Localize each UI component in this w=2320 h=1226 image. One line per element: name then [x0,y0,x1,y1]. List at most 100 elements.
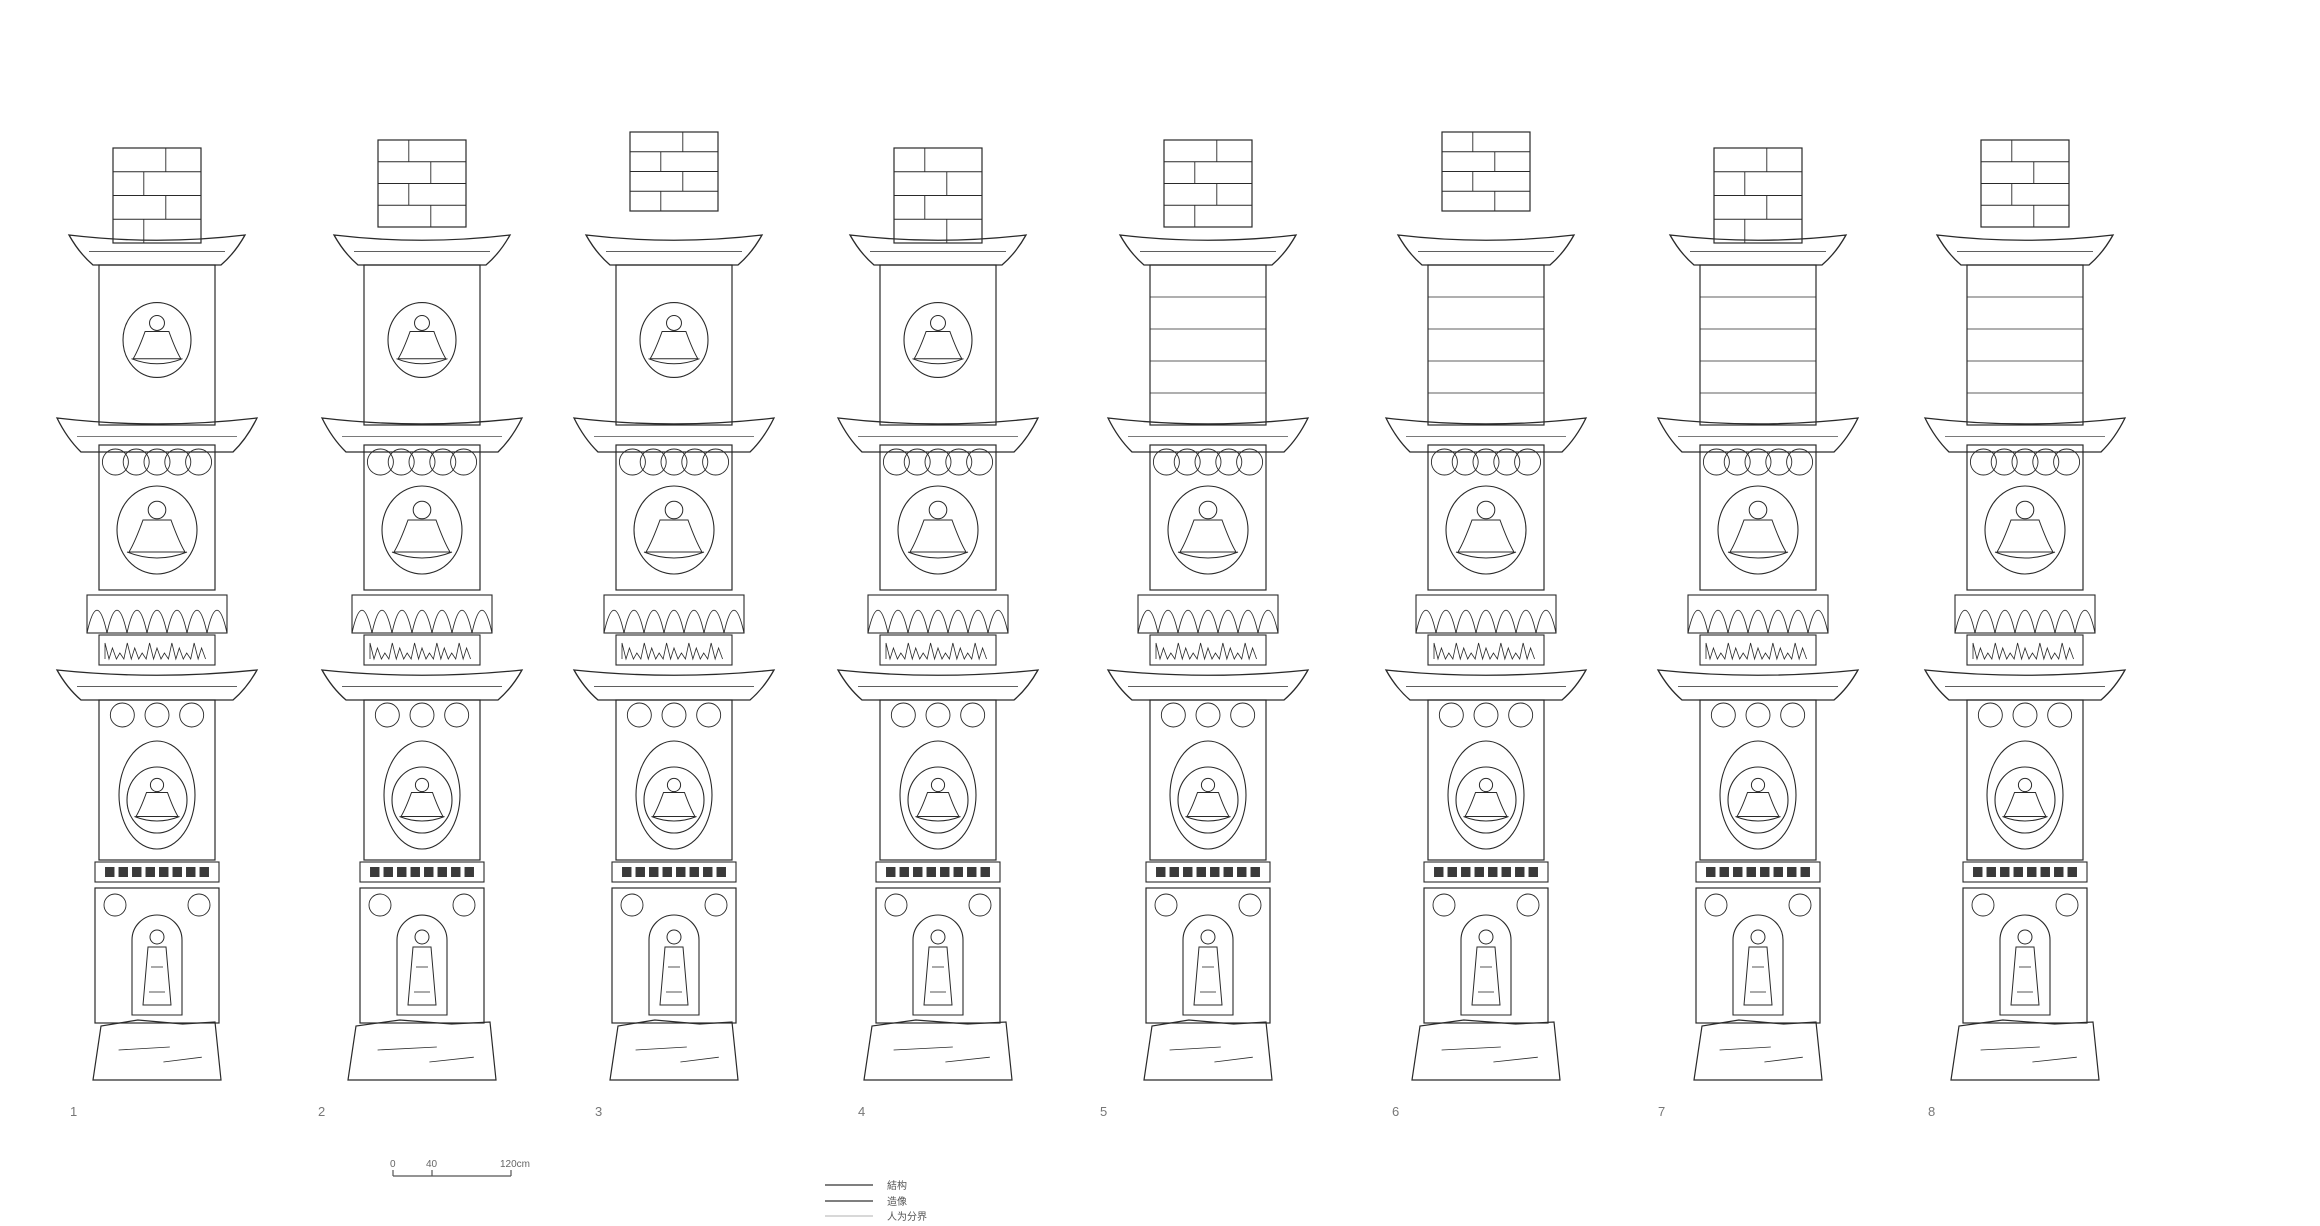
scale-tick-label: 120cm [500,1159,530,1170]
pillar-upper-figure-body [913,331,963,360]
pillar-middle-eave [572,417,776,453]
pillar-inscription-glyph [370,867,380,877]
pillar-lower-block [1149,699,1267,861]
pillar-number: 2 [318,1104,325,1119]
pillar-relief-band-figures [1705,642,1807,661]
pillar-upper-roundels-roundel [618,448,646,476]
pillar-base-crack [945,1056,990,1063]
pillar-standing-figure [396,914,448,1016]
pillar-upper-roundels-roundel [1969,448,1997,476]
pillar-4 [836,147,1040,1081]
pillar-middle-figure-body [1996,519,2054,553]
pillar-inscription-glyph [1156,867,1166,877]
pillar-inscription-glyph [2067,867,2077,877]
pillar-lower-figure-lap [915,816,961,822]
pillar-inscription-glyph [1706,867,1716,877]
pillar-7 [1656,147,1860,1081]
pillar-relief-band-frame [363,634,481,666]
pillar-inscription-glyph [926,867,936,877]
pillar-lower-figure-head [1750,777,1766,793]
pillar-inscription [875,861,1001,883]
pillar-base-crack [163,1056,202,1063]
pillar-base [92,1019,222,1081]
pillar-relief-band [1149,634,1267,666]
pillar-lower-mandorla [1169,740,1247,850]
pillar-upper-figure [903,302,973,378]
pillar-lower-mandorla [118,740,196,850]
pillar-base-outline [92,1019,222,1081]
pillar-inscription-frame [1962,861,2088,883]
pillar-inscription [359,861,485,883]
pillar-roundel-right [968,893,992,917]
pillar-middle-block [363,444,481,591]
pillar-lower-roundels-roundel [1473,702,1499,728]
pillar-inscription-frame [94,861,220,883]
pillar-inscription-glyph [172,867,182,877]
pillar-lower-block [879,699,997,861]
pillar-roundel-right [1788,893,1812,917]
pillar-inscription-glyph [1169,867,1179,877]
pillar-lotus-band-frame [603,594,745,634]
pillar-middle-eave [1923,417,2127,453]
pillar-number: 7 [1658,1104,1665,1119]
pillar-upper-roundels-roundel [143,448,171,476]
pillar-relief-band-figures [1433,642,1535,661]
pillar-lower-roundels [374,702,470,728]
pillar-lower-roundels [109,702,205,728]
pillar-lower-figure-halo [126,766,188,834]
pillar-upper-figure-halo [122,302,192,378]
pillar-inscription-glyph [410,867,420,877]
pillar-lower-mandorla [1447,740,1525,850]
pillar-inscription-glyph [1488,867,1498,877]
pillar-lower-roundels-roundel [661,702,687,728]
pillar-upper-figure-body [132,331,182,360]
pillar-upper-figure-halo [387,302,457,378]
pillar-lotus-band [351,594,493,634]
pillar-inscription-glyph [424,867,434,877]
pillar-middle-figure [1984,485,2066,575]
pillar-standing-figure-head [2017,929,2033,945]
pillar-upper-block [363,264,481,426]
pillar-inscription-glyph [186,867,196,877]
pillar-middle-figure-lap [907,551,969,559]
pillar-relief-band-frame [1699,634,1817,666]
pillar-relief-band-figures [369,642,471,661]
pillar-lower-block [1966,699,2084,861]
pillar-inscription-glyph [1250,867,1260,877]
pillar-lower-figure-body [1464,792,1508,817]
pillar-upper-figure-lap [396,358,448,365]
pillar-upper-roundels-roundel [1702,448,1730,476]
pillar-lower-roundels-roundel [1745,702,1771,728]
pillar-upper-figure-halo [903,302,973,378]
pillar-lower-roundels-roundel [444,702,470,728]
pillar-middle-figure-lap [126,551,188,559]
pillar-relief-band-frame [1427,634,1545,666]
pillar-lotus-band-frame [1687,594,1829,634]
pillar-inscription-glyph [2040,867,2050,877]
pillar-middle-eave [55,417,259,453]
pillar-inscription-glyph [159,867,169,877]
pillar-relief-band [363,634,481,666]
pillar-lower-figure [907,766,969,834]
pillar-base-crack [1441,1046,1501,1051]
pillar-number: 1 [70,1104,77,1119]
pillar-standing-figure-head [1750,929,1766,945]
pillar-middle-eave [836,417,1040,453]
pillar-upper-roundels-roundel [639,448,667,476]
pillar-lower-figure-lap [399,816,445,822]
pillar-upper-roundels-roundel [164,448,192,476]
pillar-roundel-left [1704,893,1728,917]
pillar-top-masonry [1441,131,1531,212]
pillar-upper-roundels-roundel [185,448,213,476]
pillar-middle-eave [1656,417,1860,453]
pillar-inscription-glyph [1210,867,1220,877]
pillar-upper-figure [639,302,709,378]
pillar-base-crack [893,1046,953,1051]
pillar-inscription-glyph [1223,867,1233,877]
pillar-relief-band-figures [1155,642,1257,661]
pillar-base-crack [429,1056,474,1063]
pillar-upper-roundels [1152,448,1264,476]
pillars-group [55,131,2127,1081]
pillar-lower-roundels-roundel [1710,702,1736,728]
pillar-lower-figure-halo [391,766,453,834]
